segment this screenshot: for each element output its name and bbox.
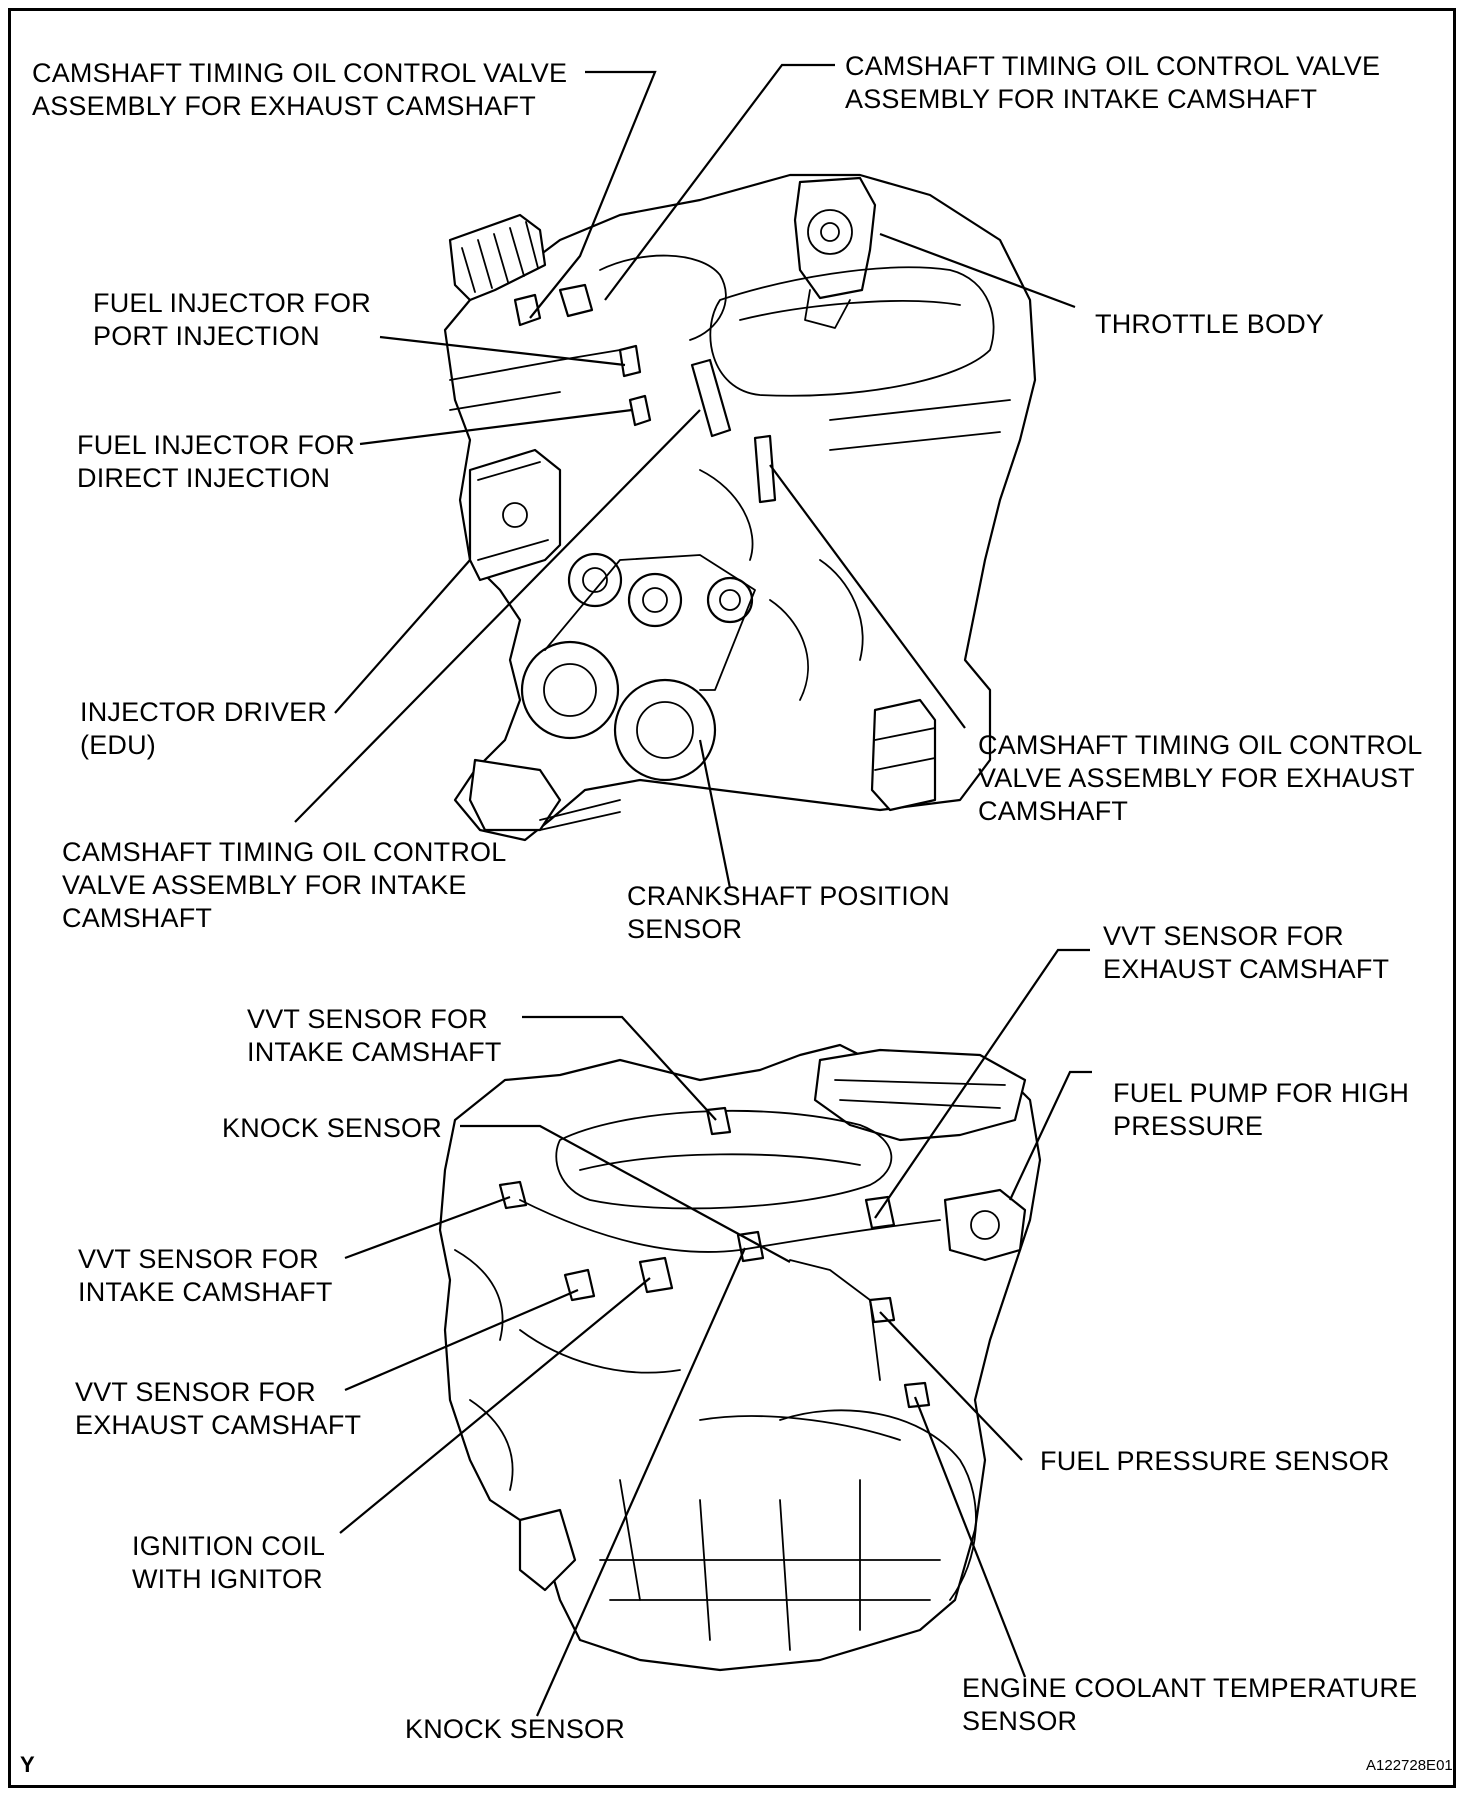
label-fuel-pressure-sensor: FUEL PRESSURE SENSOR: [1040, 1446, 1390, 1476]
label-knock-sensor-top: KNOCK SENSOR: [222, 1113, 442, 1143]
leader-lines: [294, 63, 1092, 1717]
label-knock-sensor-bottom: KNOCK SENSOR: [405, 1714, 625, 1744]
label-injector-driver: INJECTOR DRIVER(EDU): [80, 697, 328, 760]
corner-mark: Y: [20, 1752, 35, 1777]
lower-engine-drawing: [438, 1043, 1042, 1672]
figure-code: A122728E01: [1366, 1757, 1453, 1774]
label-throttle-body: THROTTLE BODY: [1095, 309, 1325, 339]
diagram-frame: [8, 8, 1456, 1788]
upper-engine-drawing: [443, 173, 1037, 842]
